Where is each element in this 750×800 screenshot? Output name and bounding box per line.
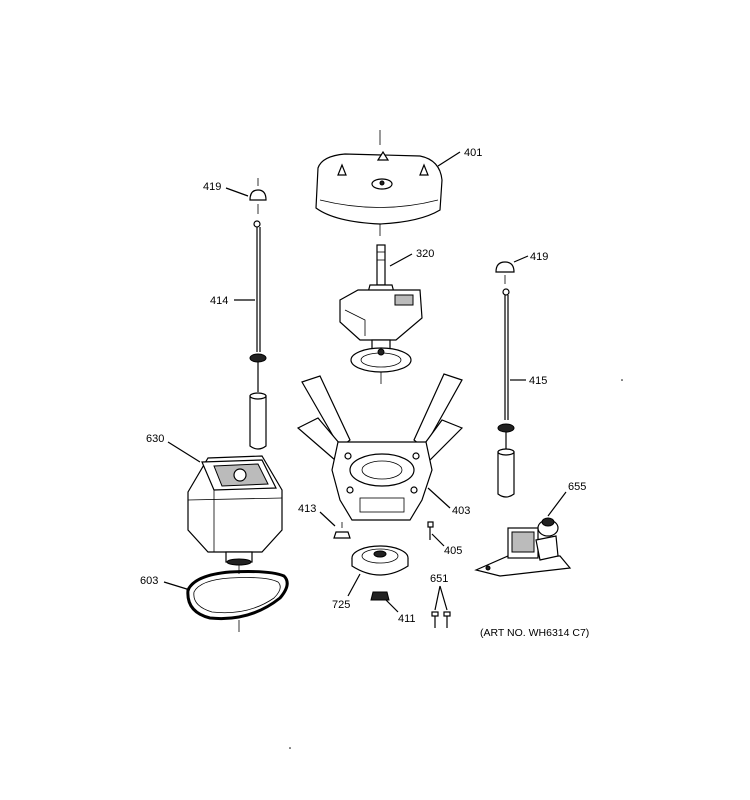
label-655: 655	[568, 481, 586, 493]
part-630-motor	[187, 455, 283, 574]
label-725: 725	[332, 599, 350, 611]
label-419-right: 419	[530, 251, 548, 263]
leader-401	[437, 151, 461, 167]
part-405-screw	[427, 521, 434, 540]
part-725-pulley	[351, 545, 409, 576]
leader-405	[431, 533, 445, 547]
part-415-suspension-rod	[497, 288, 515, 498]
label-630: 630	[146, 433, 164, 445]
leader-655	[547, 491, 567, 517]
label-405: 405	[444, 545, 462, 557]
part-411-nut	[370, 591, 390, 601]
part-414-suspension-rod	[249, 220, 267, 450]
part-413-nut	[333, 522, 351, 539]
leader-320	[389, 253, 413, 267]
leader-403	[427, 487, 451, 509]
part-655-pump	[474, 517, 572, 577]
stray-dot	[289, 747, 291, 749]
label-651: 651	[430, 573, 448, 585]
leader-419-left	[225, 187, 249, 197]
part-419-right-cap	[495, 261, 515, 284]
label-413: 413	[298, 503, 316, 515]
part-401-cover	[315, 130, 443, 236]
part-419-left-cap	[249, 178, 267, 214]
label-401: 401	[464, 147, 482, 159]
leader-413	[319, 511, 336, 527]
label-415: 415	[529, 375, 547, 387]
art-number: (ART NO. WH6314 C7)	[480, 627, 589, 639]
part-651-screws	[431, 611, 451, 628]
leader-725	[347, 573, 361, 597]
part-320-transmission	[339, 244, 423, 384]
label-403: 403	[452, 505, 470, 517]
label-603: 603	[140, 575, 158, 587]
stray-dot	[621, 379, 623, 381]
leader-411	[385, 599, 399, 613]
leader-651-b	[439, 585, 448, 611]
label-411: 411	[398, 613, 416, 625]
part-603-belt	[186, 570, 289, 632]
label-414: 414	[210, 295, 228, 307]
leader-651-a	[434, 585, 441, 611]
leader-630	[167, 441, 201, 463]
leader-603	[163, 581, 191, 591]
part-403-base-bracket	[296, 373, 464, 521]
label-320: 320	[416, 248, 434, 260]
leader-419-right	[513, 255, 529, 263]
label-419-left: 419	[203, 181, 221, 193]
